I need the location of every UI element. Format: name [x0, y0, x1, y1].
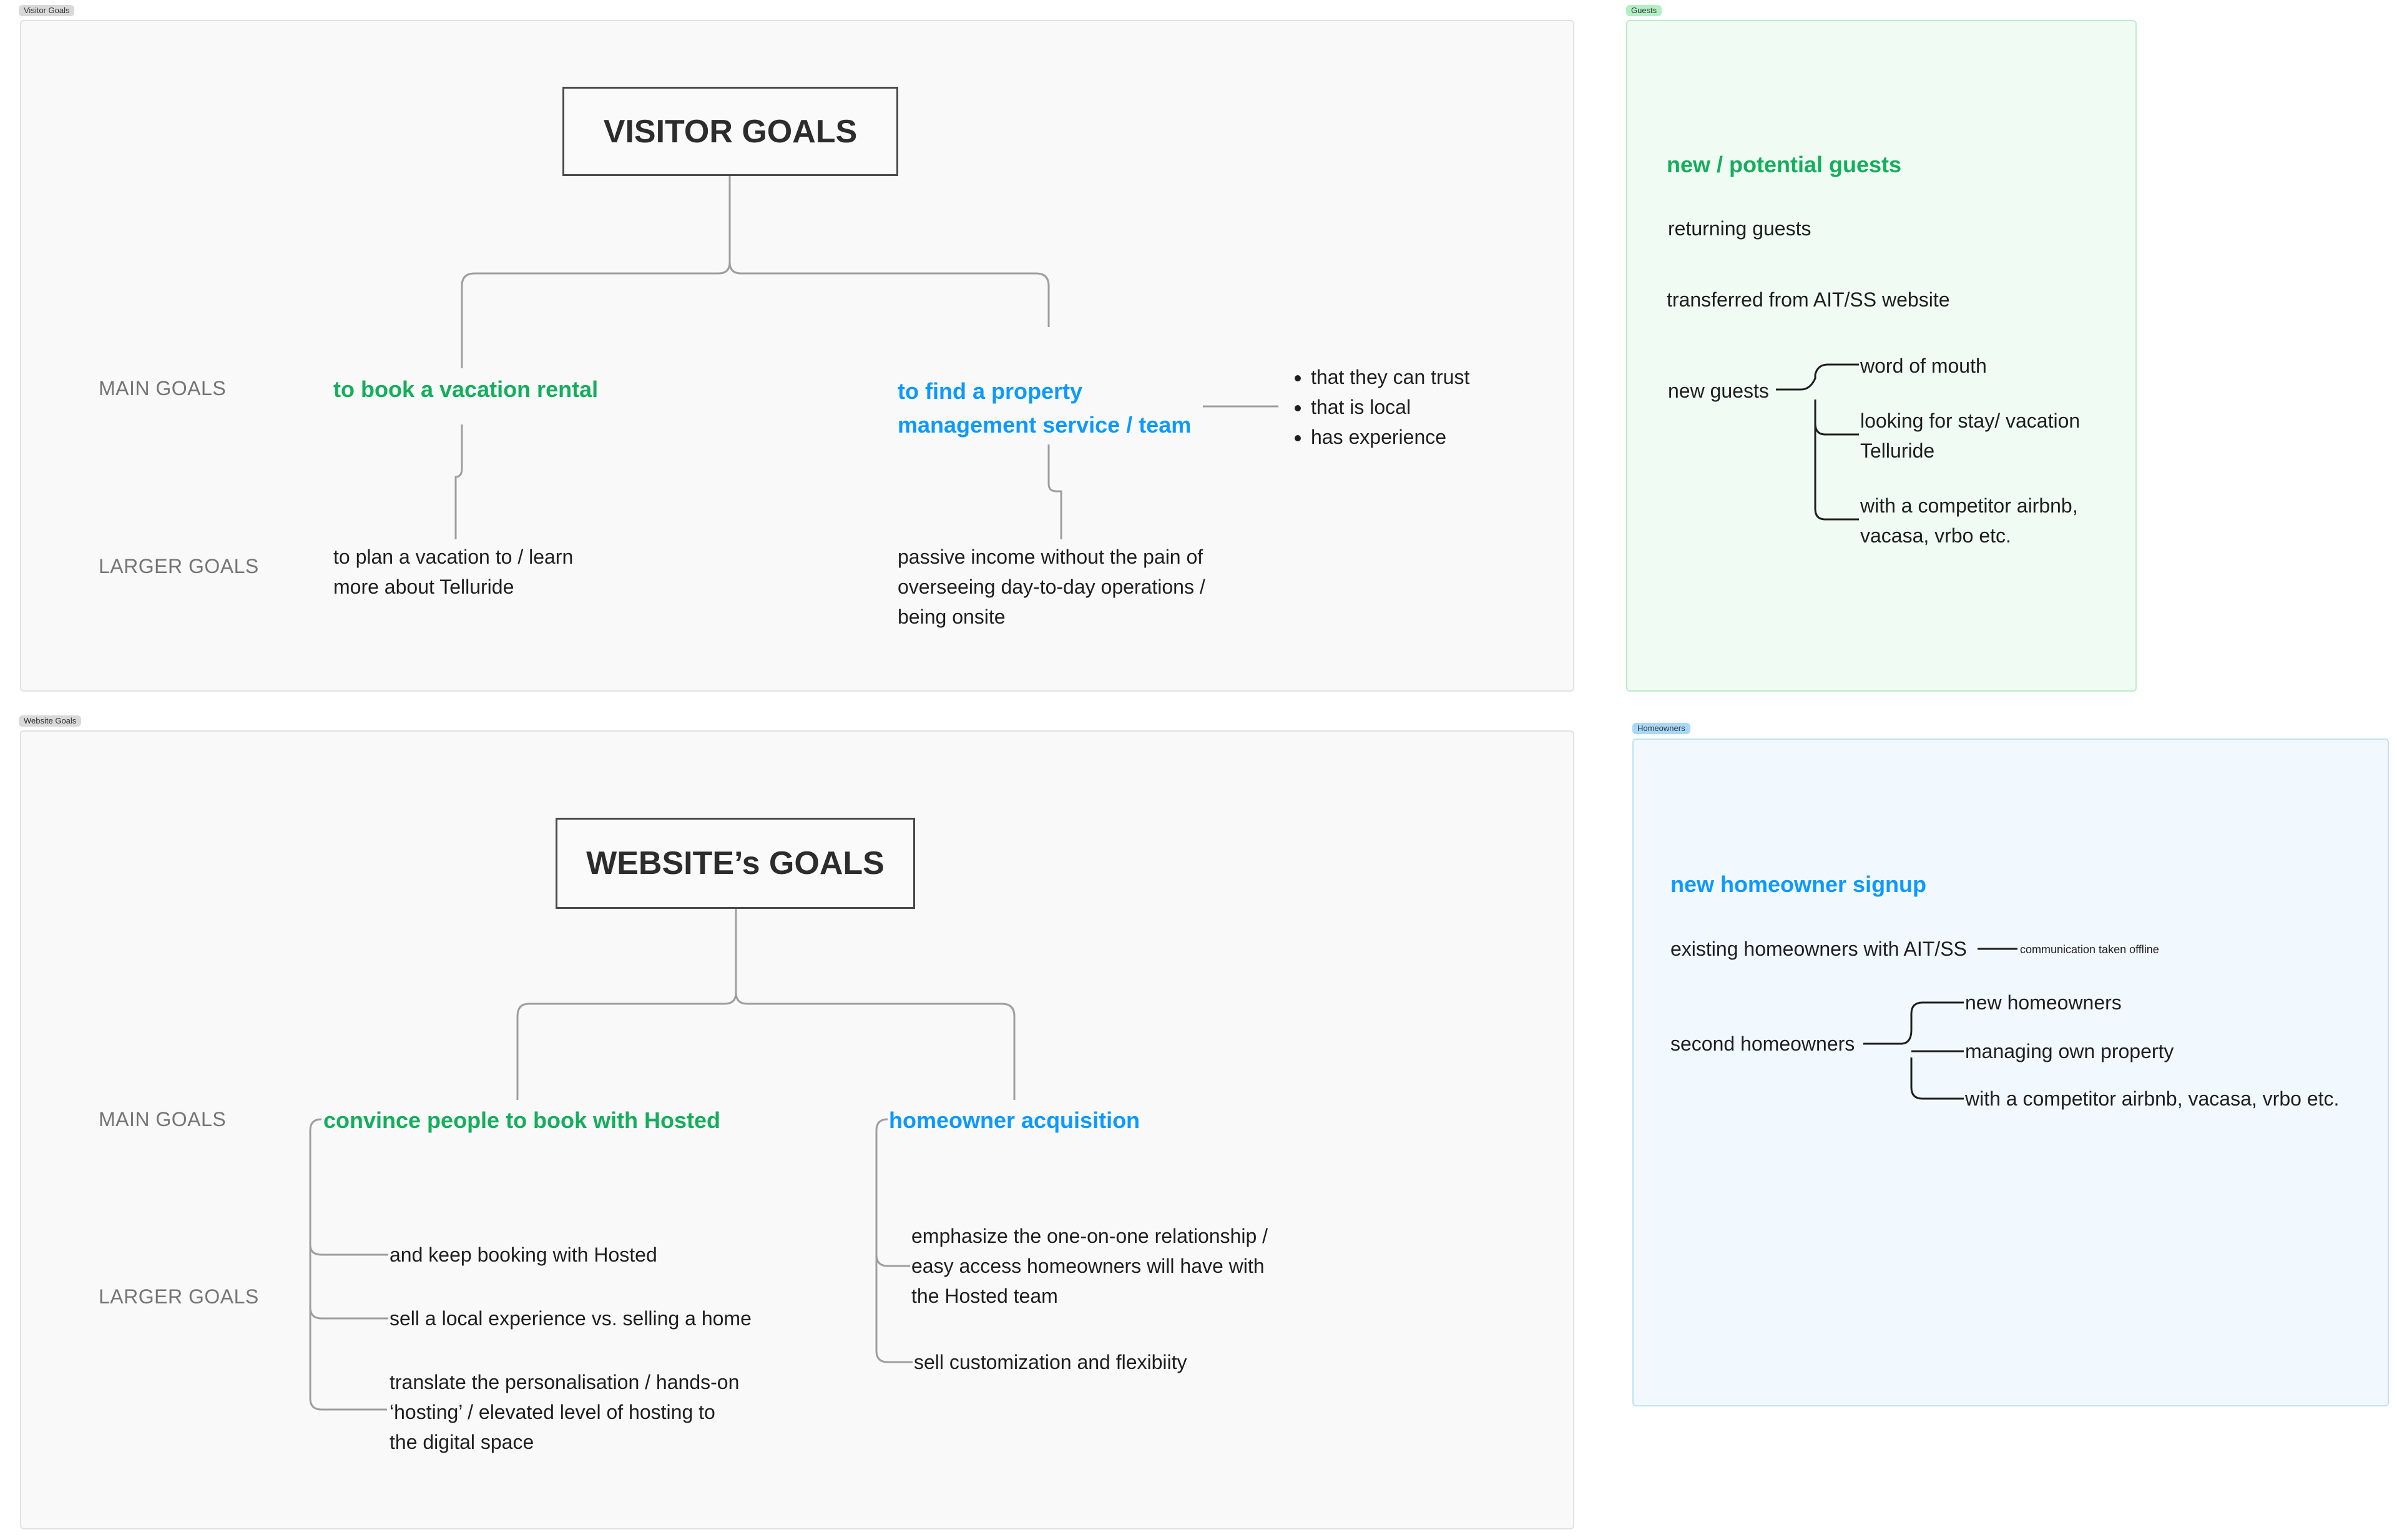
guests-frame: [1626, 20, 2137, 692]
criteria-item-experience: has experience: [1311, 422, 1469, 452]
visitor-goals-title[interactable]: VISITOR GOALS: [562, 87, 898, 176]
website-b-customization[interactable]: sell customization and flexibiity: [914, 1351, 1187, 1373]
criteria-item-local: that is local: [1311, 392, 1469, 422]
text-line: passive income without the pain of: [898, 546, 1203, 568]
text-line: the Hosted team: [911, 1285, 1058, 1307]
website-a-personalisation[interactable]: translate the personalisation / hands-on…: [390, 1367, 739, 1457]
guests-transferred[interactable]: transferred from AIT/SS website: [1667, 288, 1950, 311]
visitor-larger-goal-passive-income[interactable]: passive income without the pain of overs…: [898, 542, 1205, 632]
text-line: ‘hosting’ / elevated level of hosting to: [390, 1401, 715, 1423]
guests-word-of-mouth[interactable]: word of mouth: [1860, 355, 1987, 377]
homeowners-managing-own[interactable]: managing own property: [1965, 1040, 2174, 1062]
homeowners-frame: [1632, 738, 2389, 1406]
text-line: being onsite: [898, 606, 1006, 628]
visitor-goals-frame-label[interactable]: Visitor Goals: [19, 5, 75, 16]
homeowners-heading[interactable]: new homeowner signup: [1670, 871, 1927, 897]
text-line: more about Telluride: [333, 576, 514, 598]
text-line: looking for stay/ vacation: [1860, 410, 2081, 432]
homeowners-new-homeowners[interactable]: new homeowners: [1965, 991, 2122, 1014]
text-line: easy access homeowners will have with: [911, 1255, 1265, 1277]
text-line: the digital space: [390, 1431, 534, 1453]
homeowners-existing-note[interactable]: communication taken offline: [2020, 943, 2159, 956]
visitor-larger-goals-label: LARGER GOALS: [99, 555, 259, 577]
website-a-keep-booking[interactable]: and keep booking with Hosted: [390, 1243, 657, 1266]
guests-new-guests[interactable]: new guests: [1668, 380, 1769, 402]
website-main-goals-label: MAIN GOALS: [99, 1108, 227, 1130]
visitor-goal-book-rental[interactable]: to book a vacation rental: [333, 376, 599, 402]
website-goals-title[interactable]: WEBSITE’s GOALS: [556, 818, 915, 909]
homeowners-second[interactable]: second homeowners: [1670, 1032, 1855, 1055]
website-a-local-experience[interactable]: sell a local experience vs. selling a ho…: [390, 1307, 752, 1330]
visitor-main-goals-label: MAIN GOALS: [99, 377, 227, 400]
guests-heading[interactable]: new / potential guests: [1667, 152, 1902, 177]
homeowners-existing[interactable]: existing homeowners with AIT/SS: [1670, 938, 1967, 960]
website-goal-convince-booking[interactable]: convince people to book with Hosted: [323, 1107, 721, 1133]
text-line: translate the personalisation / hands-on: [390, 1371, 740, 1393]
website-goal-homeowner-acquisition[interactable]: homeowner acquisition: [889, 1107, 1140, 1133]
guests-looking-for-stay[interactable]: looking for stay/ vacation Telluride: [1860, 406, 2080, 466]
website-goals-frame-label[interactable]: Website Goals: [19, 715, 82, 727]
guests-returning[interactable]: returning guests: [1668, 217, 1811, 240]
text-line: overseeing day-to-day operations /: [898, 576, 1205, 598]
visitor-goal-find-management-line1: to find a property: [898, 378, 1082, 404]
homeowners-competitor[interactable]: with a competitor airbnb, vacasa, vrbo e…: [1965, 1087, 2340, 1110]
text-line: emphasize the one-on-one relationship /: [911, 1225, 1268, 1247]
visitor-goal-find-management[interactable]: to find a property management service / …: [898, 375, 1191, 442]
homeowners-frame-label[interactable]: Homeowners: [1632, 723, 1690, 734]
criteria-item-trust: that they can trust: [1311, 362, 1469, 392]
visitor-goal-find-management-line2: management service / team: [898, 412, 1192, 438]
visitor-management-criteria-list[interactable]: that they can trust that is local has ex…: [1286, 362, 1469, 452]
text-line: Telluride: [1860, 439, 1935, 462]
website-larger-goals-label: LARGER GOALS: [99, 1285, 259, 1308]
guests-frame-label[interactable]: Guests: [1626, 5, 1662, 16]
text-line: vacasa, vrbo etc.: [1860, 524, 2011, 547]
website-b-relationship[interactable]: emphasize the one-on-one relationship / …: [911, 1221, 1268, 1311]
visitor-larger-goal-plan-vacation[interactable]: to plan a vacation to / learn more about…: [333, 542, 573, 602]
guests-competitor[interactable]: with a competitor airbnb, vacasa, vrbo e…: [1860, 491, 2078, 551]
text-line: to plan a vacation to / learn: [333, 546, 574, 568]
text-line: with a competitor airbnb,: [1860, 494, 2078, 517]
